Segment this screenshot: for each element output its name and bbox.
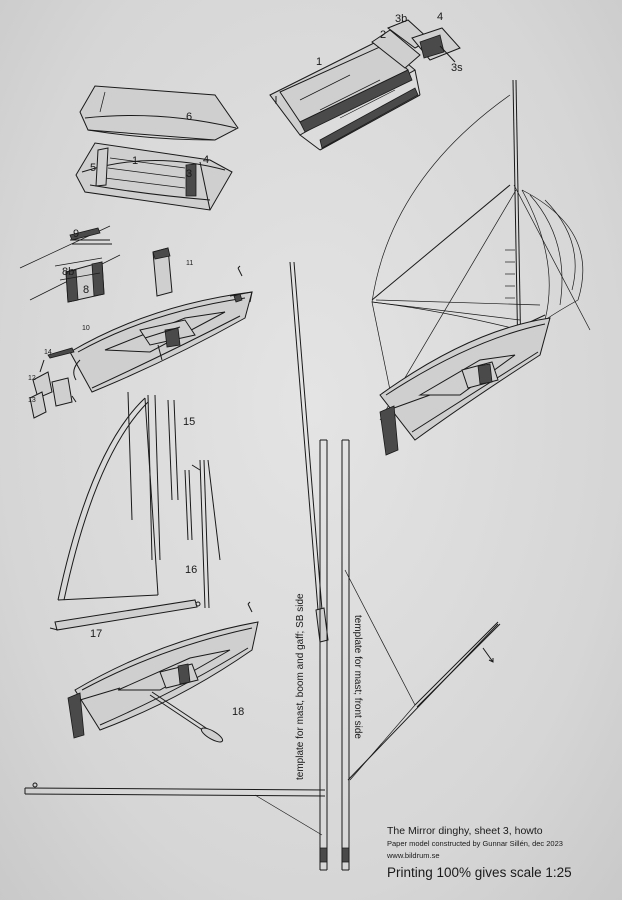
label-step-10: 10 xyxy=(82,325,90,332)
boom-17 xyxy=(49,599,201,631)
mast-template-front xyxy=(341,439,350,871)
label-step-8: 8 xyxy=(83,284,89,296)
label-step-15: 15 xyxy=(183,416,195,428)
sheet-title: The Mirror dinghy, sheet 3, howto xyxy=(387,825,543,837)
mast-template-sb xyxy=(319,439,328,871)
tiller-rudder-parts-12-14 xyxy=(29,347,75,419)
label-step-14: 14 xyxy=(44,349,52,356)
gaff-template xyxy=(289,261,329,643)
scale-note: Printing 100% gives scale 1:25 xyxy=(387,865,572,880)
label-step-2: 2 xyxy=(380,29,386,41)
label-step-3: 3 xyxy=(186,168,192,180)
assembled-dinghy-18 xyxy=(67,621,259,743)
rigging-lines xyxy=(344,569,501,781)
frame-assembly-1-4 xyxy=(269,19,461,151)
label-step-3b: 3b xyxy=(395,13,407,25)
template-label-mast-front: template for mast; front side xyxy=(352,615,363,739)
label-step-9: 9 xyxy=(73,228,79,240)
boom-template xyxy=(24,782,326,836)
label-step-3s: 3s xyxy=(451,62,463,74)
label-step-16: 16 xyxy=(185,564,197,576)
label-step-4-detail: 4 xyxy=(203,154,209,166)
label-step-8b: 8b xyxy=(62,266,74,278)
rudder-blade-11 xyxy=(152,247,173,297)
label-step-13: 13 xyxy=(28,397,36,404)
mast-rigging-16 xyxy=(184,459,221,609)
label-step-11: 11 xyxy=(186,260,193,267)
dinghy-hull-10 xyxy=(69,291,253,393)
label-step-12: 12 xyxy=(28,375,36,382)
author-line: Paper model constructed by Gunnar Sillén… xyxy=(387,839,563,848)
label-step-18: 18 xyxy=(232,706,244,718)
template-label-mast-boom-gaff: template for mast, boom and gaff; SB sid… xyxy=(295,593,306,780)
rigged-dinghy-final xyxy=(371,79,591,456)
mainsail-15 xyxy=(57,391,179,601)
mast-step-detail-8-9 xyxy=(19,225,121,303)
label-step-1-detail: 1 xyxy=(132,155,138,167)
credits-block: The Mirror dinghy, sheet 3, howto Paper … xyxy=(387,825,617,883)
hook-icon-2 xyxy=(247,601,253,613)
website-line: www.bildrum.se xyxy=(387,851,440,860)
label-step-17: 17 xyxy=(90,628,102,640)
label-step-5: 5 xyxy=(90,162,96,174)
hook-icon xyxy=(237,265,243,277)
small-hook-icon xyxy=(71,395,77,403)
label-step-1: 1 xyxy=(316,56,322,68)
label-step-4: 4 xyxy=(437,11,443,23)
label-step-6: 6 xyxy=(186,111,192,123)
hull-shell-5-6 xyxy=(75,85,239,211)
